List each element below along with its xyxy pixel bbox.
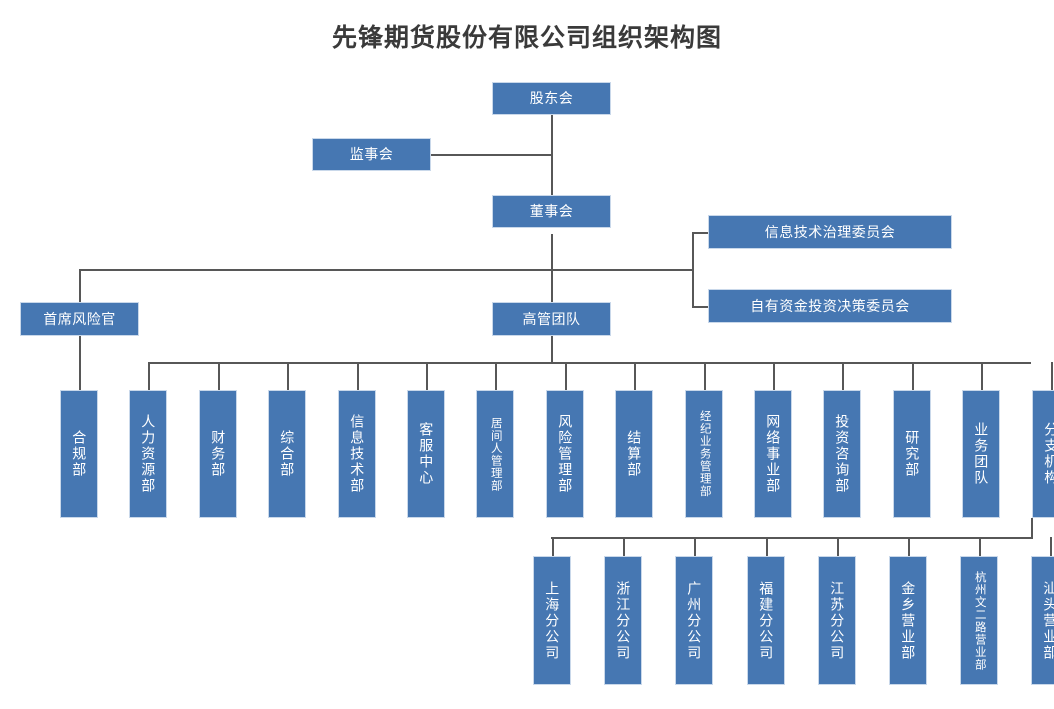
node-department-12[interactable]: 研究部 — [893, 390, 931, 518]
node-department-label: 经纪业务管理部 — [698, 410, 711, 498]
node-department-3[interactable]: 综合部 — [268, 390, 306, 518]
connector-department-drop-7 — [565, 362, 567, 390]
node-department-13[interactable]: 业务团队 — [962, 390, 1000, 518]
connector-branch-drop-1 — [623, 537, 625, 556]
node-department-10[interactable]: 网络事业部 — [754, 390, 792, 518]
node-fund-investment-committee[interactable]: 自有资金投资决策委员会 — [708, 289, 952, 323]
node-branch-4[interactable]: 江苏分公司 — [818, 556, 856, 685]
node-branch-5[interactable]: 金乡营业部 — [889, 556, 927, 685]
connector-branch-drop-7 — [1050, 537, 1052, 556]
node-branch-label: 金乡营业部 — [900, 580, 917, 661]
node-branch-7[interactable]: 汕头营业部 — [1031, 556, 1054, 685]
connector-department-drop-8 — [634, 362, 636, 390]
connector-branch-drop-5 — [908, 537, 910, 556]
node-department-label: 网络事业部 — [765, 414, 782, 494]
node-chief-risk-officer[interactable]: 首席风险官 — [20, 302, 139, 336]
connector-branch-bus — [551, 537, 1033, 539]
connector-department-bus — [148, 362, 1031, 364]
node-executive-team-label: 高管团队 — [522, 310, 581, 327]
node-branch-label: 浙江分公司 — [615, 580, 632, 661]
node-department-label: 客服中心 — [418, 422, 435, 486]
node-department-label: 风险管理部 — [557, 414, 574, 494]
connector-department-drop-13 — [981, 362, 983, 390]
node-branch-label: 上海分公司 — [544, 580, 561, 661]
node-department-label: 业务团队 — [973, 422, 990, 486]
node-department-label: 投资咨询部 — [834, 414, 851, 494]
connector-committee-it — [692, 232, 709, 234]
connector-branch-drop-2 — [694, 537, 696, 556]
node-department-4[interactable]: 信息技术部 — [338, 390, 376, 518]
node-department-14[interactable]: 分支机构 — [1032, 390, 1054, 518]
connector-department-drop-3 — [287, 362, 289, 390]
node-department-1[interactable]: 人力资源部 — [129, 390, 167, 518]
node-branch-2[interactable]: 广州分公司 — [675, 556, 713, 685]
node-branch-label: 福建分公司 — [758, 580, 775, 661]
node-department-label: 研究部 — [904, 430, 921, 478]
node-department-5[interactable]: 客服中心 — [407, 390, 445, 518]
node-department-label: 信息技术部 — [349, 414, 366, 494]
connector-branch-drop-6 — [979, 537, 981, 556]
node-branch-1[interactable]: 浙江分公司 — [604, 556, 642, 685]
node-department-8[interactable]: 结算部 — [615, 390, 653, 518]
node-shareholders-label: 股东会 — [529, 90, 574, 107]
connector-executive-bus — [79, 269, 553, 271]
connector-branch-drop-0 — [552, 537, 554, 556]
connector-committee-spine — [692, 232, 694, 308]
node-it-governance-committee[interactable]: 信息技术治理委员会 — [708, 215, 952, 249]
connector-cro-to-compliance — [79, 336, 81, 390]
connector-exec-stem — [551, 336, 553, 363]
node-chief-risk-officer-label: 首席风险官 — [43, 310, 116, 327]
connector-branchgroup-stem — [1031, 518, 1033, 538]
node-department-11[interactable]: 投资咨询部 — [823, 390, 861, 518]
node-department-label: 居间人管理部 — [489, 416, 502, 492]
node-department-label: 结算部 — [626, 430, 643, 478]
connector-cro-stem — [79, 269, 81, 302]
connector-department-drop-12 — [912, 362, 914, 390]
node-supervisory-board-label: 监事会 — [349, 146, 394, 163]
node-department-2[interactable]: 财务部 — [199, 390, 237, 518]
connector-branch-drop-4 — [837, 537, 839, 556]
node-board-of-directors-label: 董事会 — [529, 203, 574, 220]
node-branch-label: 杭州文二路营业部 — [973, 570, 986, 671]
node-branch-label: 汕头营业部 — [1042, 580, 1054, 661]
node-shareholders[interactable]: 股东会 — [492, 82, 611, 115]
node-department-label: 综合部 — [279, 430, 296, 478]
node-department-label: 财务部 — [210, 430, 227, 478]
connector-committee-feed — [551, 269, 694, 271]
node-executive-team[interactable]: 高管团队 — [492, 302, 611, 336]
node-department-9[interactable]: 经纪业务管理部 — [685, 390, 723, 518]
node-department-label: 分支机构 — [1043, 422, 1054, 486]
connector-department-drop-11 — [842, 362, 844, 390]
node-department-label: 人力资源部 — [140, 414, 157, 494]
node-department-label: 合规部 — [71, 430, 88, 478]
node-department-0[interactable]: 合规部 — [60, 390, 98, 518]
connector-committee-fund — [692, 306, 709, 308]
node-supervisory-board[interactable]: 监事会 — [312, 138, 431, 171]
node-branch-0[interactable]: 上海分公司 — [533, 556, 571, 685]
connector-supervisory-link — [431, 154, 553, 156]
connector-department-drop-9 — [704, 362, 706, 390]
node-it-governance-committee-label: 信息技术治理委员会 — [764, 223, 896, 240]
connector-department-drop-2 — [218, 362, 220, 390]
node-branch-label: 江苏分公司 — [829, 580, 846, 661]
node-branch-label: 广州分公司 — [686, 580, 703, 661]
connector-department-drop-4 — [357, 362, 359, 390]
node-branch-6[interactable]: 杭州文二路营业部 — [960, 556, 998, 685]
node-board-of-directors[interactable]: 董事会 — [492, 195, 611, 228]
node-department-6[interactable]: 居间人管理部 — [476, 390, 514, 518]
page-title: 先锋期货股份有限公司组织架构图 — [331, 24, 722, 52]
connector-department-drop-14 — [1051, 362, 1053, 390]
node-fund-investment-committee-label: 自有资金投资决策委员会 — [750, 297, 910, 314]
node-branch-3[interactable]: 福建分公司 — [747, 556, 785, 685]
connector-department-drop-6 — [495, 362, 497, 390]
connector-branch-drop-3 — [766, 537, 768, 556]
connector-department-drop-10 — [773, 362, 775, 390]
connector-department-drop-5 — [426, 362, 428, 390]
node-department-7[interactable]: 风险管理部 — [546, 390, 584, 518]
connector-department-drop-1 — [148, 362, 150, 390]
